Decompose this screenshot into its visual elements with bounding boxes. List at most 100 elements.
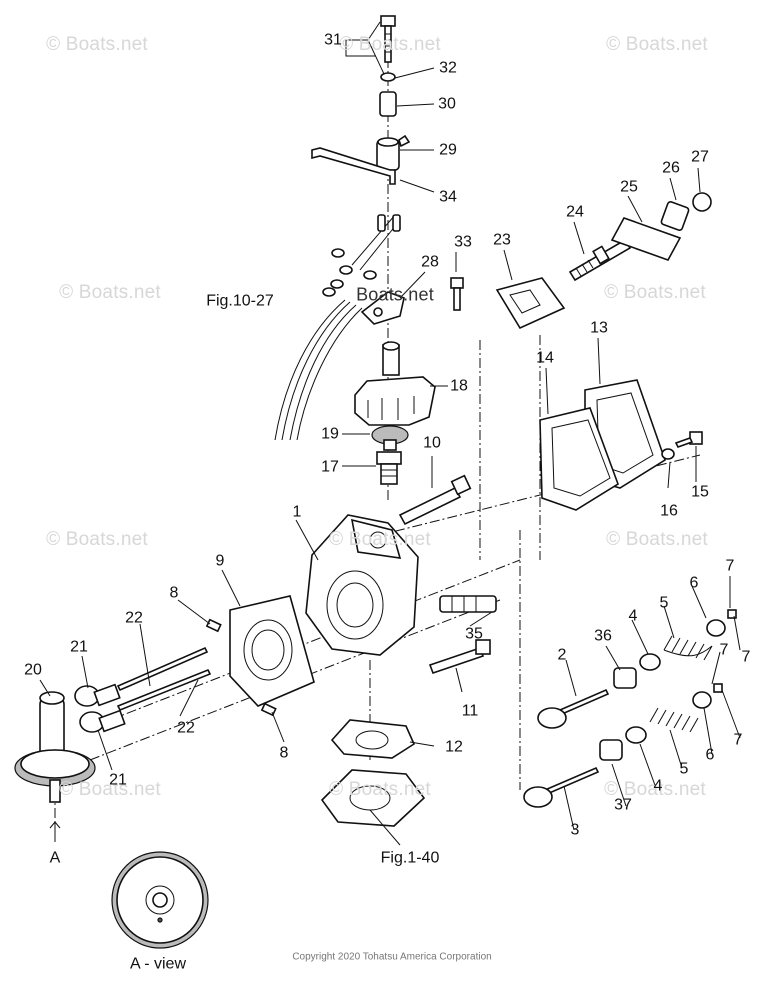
cylinder-head-1 — [305, 514, 419, 656]
part-label: 5 — [659, 594, 669, 612]
copyright-notice: Copyright 2020 Tohatsu America Corporati… — [292, 951, 492, 963]
part-label: 30 — [438, 95, 456, 113]
part-label: 8 — [279, 744, 289, 762]
part-label: 16 — [660, 502, 678, 520]
part-label: 8 — [169, 584, 179, 602]
watermark: © Boats.net — [329, 529, 431, 550]
sender-17 — [376, 451, 402, 485]
part-label: 12 — [445, 738, 463, 756]
part-label: 22 — [177, 719, 195, 737]
tappet-21a — [74, 683, 121, 707]
dowel-pin-8b — [260, 702, 277, 717]
part-label: 4 — [628, 607, 638, 625]
watermark: © Boats.net — [606, 34, 708, 55]
part-label: 26 — [662, 159, 680, 177]
part-label: 19 — [321, 425, 339, 443]
push-rod-22a — [116, 646, 209, 692]
watermark: © Boats.net — [606, 529, 708, 550]
part-label: 25 — [620, 178, 638, 196]
arrow-a — [49, 821, 61, 842]
bolt-11 — [428, 639, 491, 675]
part-label: 1 — [292, 503, 302, 521]
part-label: 27 — [691, 148, 709, 166]
watermark: © Boats.net — [339, 34, 441, 55]
part-label: 7 — [719, 641, 729, 659]
valve-3-ex — [523, 766, 600, 808]
head-gasket-9 — [229, 595, 315, 707]
part-label: 34 — [439, 188, 457, 206]
part-label: 23 — [493, 231, 511, 249]
keeper-7b — [713, 683, 723, 693]
seal-36 — [613, 667, 637, 689]
link-rod-34 — [311, 147, 396, 185]
fig-10-27-reference: Fig.10-27 — [206, 292, 274, 310]
watermark: © Boats.net — [46, 34, 148, 55]
seal-37 — [599, 739, 623, 761]
bolt-10 — [398, 474, 472, 526]
part-label: 33 — [454, 233, 472, 251]
retainer-6a — [706, 619, 726, 637]
view-title: A - view — [129, 955, 187, 973]
view-marker-a: A — [49, 849, 61, 867]
part-label: 29 — [439, 141, 457, 159]
part-label: 15 — [691, 483, 709, 501]
watermark: Boats.net — [356, 284, 434, 305]
watermark: © Boats.net — [46, 529, 148, 550]
part-label: 9 — [215, 552, 225, 570]
watermark: © Boats.net — [604, 779, 706, 800]
part-label: 28 — [421, 253, 439, 271]
gasket-14 — [539, 407, 619, 511]
plate-25 — [610, 217, 682, 261]
a-view-gear — [111, 851, 209, 949]
part-label: 6 — [705, 746, 715, 764]
part-label: 10 — [423, 434, 441, 452]
seat-4a — [639, 653, 661, 671]
retainer-6b — [692, 691, 712, 709]
leader-lines — [39, 21, 741, 846]
part-label: 37 — [614, 796, 632, 814]
washer-32 — [380, 72, 396, 82]
part-label: 35 — [465, 625, 483, 643]
part-label: 13 — [590, 319, 608, 337]
gasket-fig-1-40 — [320, 769, 426, 827]
tappet-21b — [79, 709, 126, 733]
part-label: 14 — [536, 349, 554, 367]
bracket-28 — [360, 291, 405, 325]
keeper-7a — [727, 609, 737, 619]
part-label: 24 — [566, 203, 584, 221]
part-label: 5 — [679, 760, 689, 778]
part-label: 21 — [109, 771, 127, 789]
nut-26 — [660, 201, 690, 231]
watermark: © Boats.net — [59, 282, 161, 303]
spring-5a — [663, 635, 713, 661]
part-label: 17 — [321, 458, 339, 476]
part-label: 22 — [125, 609, 143, 627]
watermark: © Boats.net — [604, 282, 706, 303]
watermark: © Boats.net — [329, 779, 431, 800]
part-label: 11 — [461, 702, 479, 720]
part-label: 3 — [570, 821, 580, 839]
dowel-pin-8a — [205, 618, 222, 633]
part-label: 21 — [70, 638, 88, 656]
spark-plug-35 — [439, 595, 497, 613]
watermark: © Boats.net — [59, 779, 161, 800]
seat-4b — [625, 726, 647, 744]
bolt-15 — [674, 431, 703, 448]
part-label: 20 — [24, 661, 42, 679]
lever-29 — [376, 134, 411, 171]
gear-19 — [371, 425, 409, 451]
part-label: 18 — [450, 377, 468, 395]
control-cables — [274, 214, 401, 441]
camshaft-20 — [14, 691, 96, 803]
part-label: 6 — [689, 574, 699, 592]
washer-16 — [661, 448, 675, 460]
plate-12 — [330, 719, 416, 759]
part-label: 7 — [725, 557, 735, 575]
part-label: 4 — [653, 777, 663, 795]
part-label: 7 — [741, 648, 751, 666]
fig-1-40-reference: Fig.1-40 — [380, 849, 440, 867]
throttle-body-18 — [354, 341, 436, 426]
push-rod-22b — [116, 668, 212, 712]
bolt-31 — [380, 15, 396, 63]
